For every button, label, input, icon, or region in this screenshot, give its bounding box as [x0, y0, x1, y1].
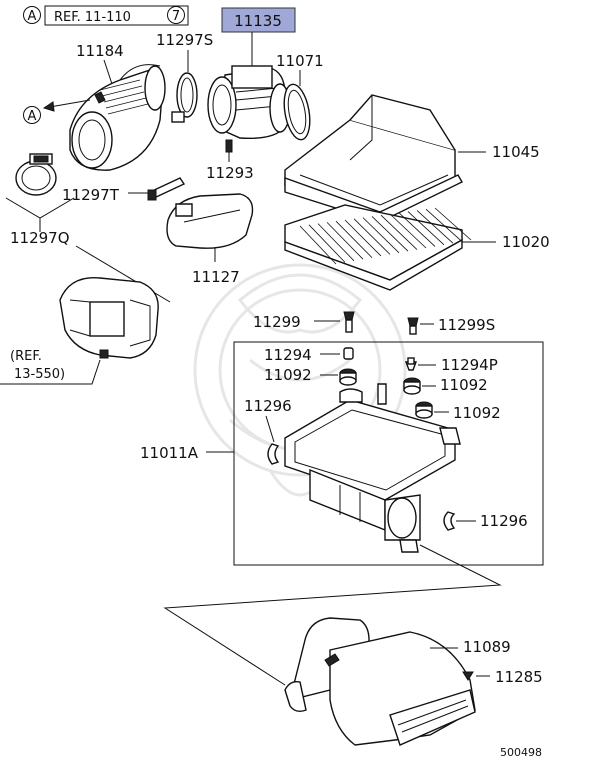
label-11293: 11293: [206, 164, 254, 182]
ref-13-line1: (REF.: [10, 349, 42, 364]
label-11127: 11127: [192, 268, 240, 286]
label-11297Q: 11297Q: [10, 229, 70, 247]
part-11294P: [404, 357, 418, 371]
label-11294P: 11294P: [441, 356, 498, 374]
label-11089: 11089: [463, 638, 511, 656]
circle-a-arrow-icon: [23, 106, 41, 124]
part-11299-bolt: [343, 311, 355, 333]
circle-a-arrow-text: A: [28, 109, 37, 124]
label-11092-left: 11092: [264, 366, 312, 384]
arrow-left-icon: [42, 101, 55, 112]
header-ref: A REF. 11-110 7: [23, 5, 189, 26]
label-11296-bottom: 11296: [480, 512, 528, 530]
ref-13-line2: 13-550): [14, 367, 65, 382]
part-11293-screw: [225, 139, 233, 153]
label-11296-top: 11296: [244, 397, 292, 415]
diagram-number: 500498: [500, 746, 542, 759]
label-11297T: 11297T: [62, 186, 120, 204]
part-11135-sensor: [207, 65, 291, 140]
box-11011A: [233, 341, 544, 566]
part-11092-right1: [403, 377, 421, 395]
part-11092-left: [339, 368, 357, 386]
part-11011A-case: [284, 383, 461, 553]
label-11299: 11299: [253, 313, 301, 331]
part-11297S-clamp: [171, 72, 198, 123]
leader-11089: [163, 544, 502, 686]
part-11127-duct: [166, 193, 254, 249]
label-11071: 11071: [276, 52, 324, 70]
part-11296-top-clip: [267, 443, 280, 465]
arrow-to-a: A: [23, 99, 91, 124]
ref-13-550-part: [59, 276, 159, 359]
part-11020-filter: [284, 204, 472, 291]
circle-7-text: 7: [172, 9, 180, 24]
label-11135[interactable]: 11135: [234, 12, 282, 30]
part-11184-hose: [69, 64, 166, 171]
label-11297S: 11297S: [156, 31, 213, 49]
part-11297T-bolt: [147, 177, 186, 201]
circle-a-text: A: [28, 9, 37, 24]
part-11297Q-clamp: [15, 153, 57, 196]
circle-7-icon: [167, 6, 185, 24]
part-11089-duct: [284, 617, 476, 746]
label-11299S: 11299S: [438, 316, 495, 334]
highlight-box[interactable]: [221, 7, 296, 33]
highlight-11135[interactable]: 11135: [221, 7, 296, 66]
label-11092-right1: 11092: [440, 376, 488, 394]
part-11296-bottom-clip: [443, 511, 456, 531]
label-11285: 11285: [495, 668, 543, 686]
part-11285-screw: [462, 671, 474, 681]
label-11011A: 11011A: [140, 444, 199, 462]
label-11092-right2: 11092: [453, 404, 501, 422]
part-11294: [343, 347, 354, 360]
label-11020: 11020: [502, 233, 550, 251]
part-11045-cover: [284, 94, 463, 223]
label-11184: 11184: [76, 42, 124, 60]
part-11092-right2: [415, 401, 433, 419]
part-11299S-bolt: [407, 317, 419, 335]
circle-a-icon: [23, 6, 41, 24]
label-11294: 11294: [264, 346, 312, 364]
label-11045: 11045: [492, 143, 540, 161]
part-11071-gasket: [283, 83, 311, 141]
ref-text: REF. 11-110: [54, 10, 131, 25]
ref-box: [44, 5, 189, 26]
